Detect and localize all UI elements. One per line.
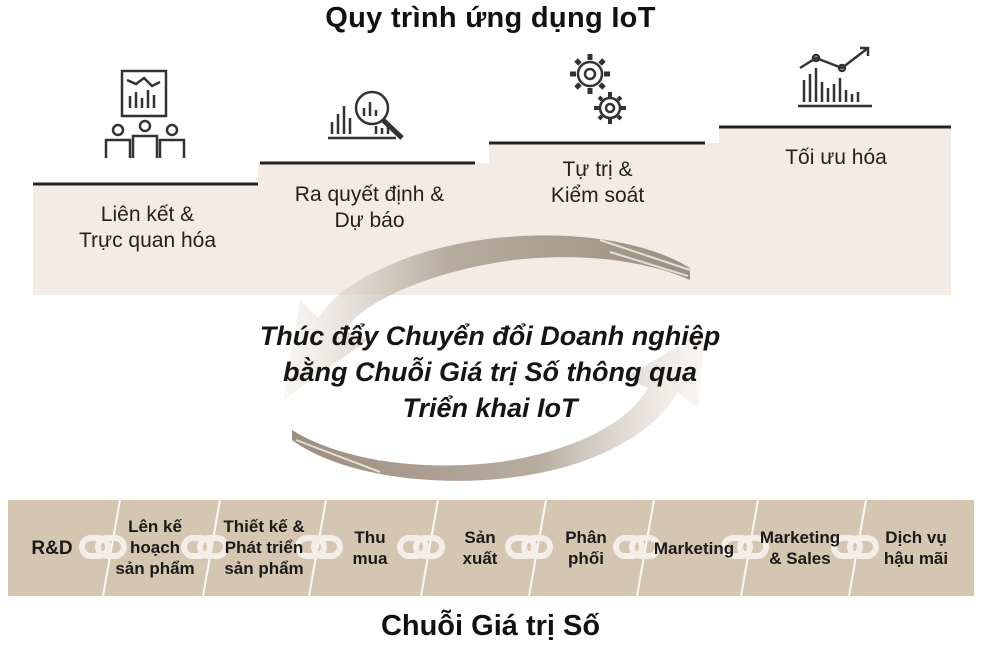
step-3-label: Tự trị & Kiểm soát [550,158,645,207]
chain-link-icon-6 [613,535,661,559]
chain-link-icons [79,535,879,559]
lower-arrow [292,330,705,481]
chain-link-icon-2 [181,535,229,559]
chain-item-procurement: Thu mua [352,528,388,568]
chain-item-marketing: Marketing [653,539,735,558]
chain-link-icon-5 [505,535,553,559]
chain-link-icon-7 [721,535,769,559]
chain-item-rnd: R&D [31,538,73,559]
chain-link-icon-8 [831,535,879,559]
chain-link-icon-3 [295,535,343,559]
chain-item-product-design: Thiết kế & Phát triển sản phẩm [223,517,305,578]
chain-item-after-sales: Dịch vụ hậu mãi [883,528,949,568]
chain-item-product-planning: Lên kế hoạch sản phẩm [115,517,195,578]
chain-item-production: Sản xuất [462,528,498,568]
staircase-background [33,125,951,295]
arrow-feathering [295,239,691,473]
chain-item-marketing-sales: Marketing & Sales [759,528,841,568]
trend-chart-icon [798,46,872,108]
value-chain-title: Chuỗi Giá trị Số [380,610,601,642]
diagram-title: Quy trình ứng dụng IoT [325,2,656,34]
center-message: Thúc đẩy Chuyển đổi Doanh nghiệp bằng Ch… [259,321,721,423]
chain-item-distribution: Phân phối [565,528,607,568]
upper-arrow [283,235,690,400]
gears-icon [570,54,626,124]
report-people-icon [104,69,186,158]
step-4-label: Tối ưu hóa [785,146,887,169]
chain-link-icon-4 [397,535,445,559]
value-chain-band [8,500,974,596]
step-1-label: Liên kết & Trực quan hóa [78,203,217,252]
step-2-label: Ra quyết định & Dự báo [294,183,445,232]
chain-link-icon-1 [79,535,127,559]
magnifier-chart-icon [328,90,404,140]
